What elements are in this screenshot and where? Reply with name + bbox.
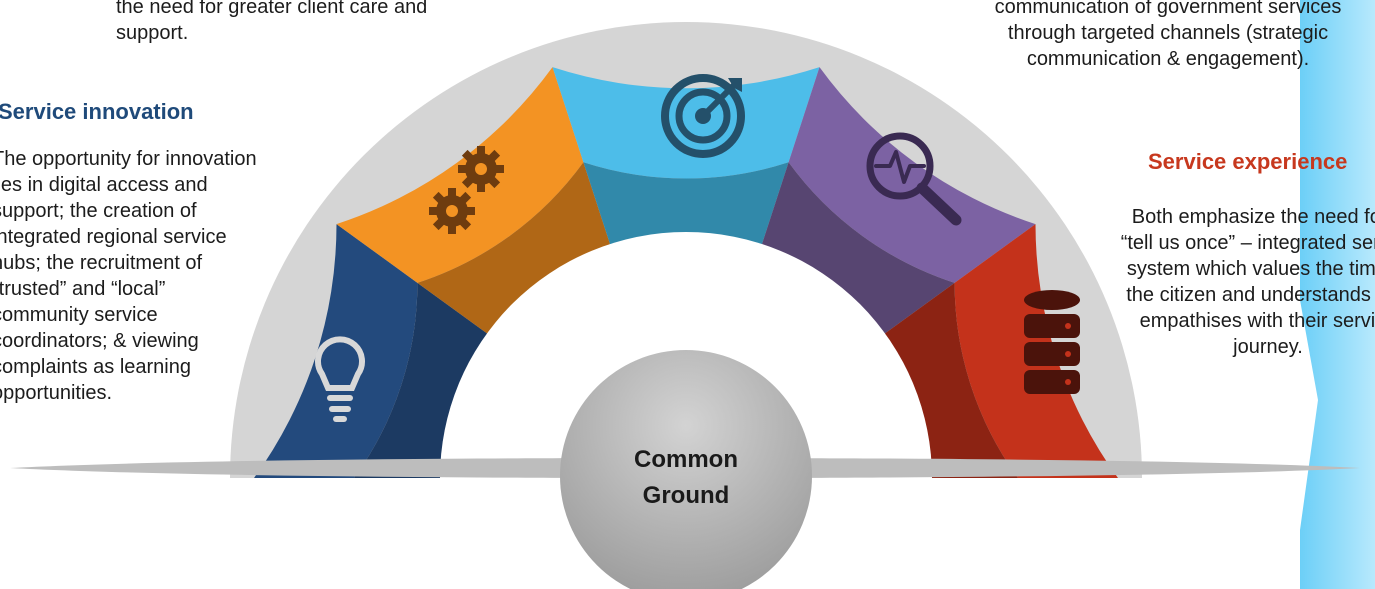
target-icon: [661, 74, 745, 158]
service-innovation-body: The opportunity for innovation lies in d…: [0, 148, 257, 404]
right-top-text: communication of government services thr…: [994, 0, 1342, 70]
database-icon: [1024, 290, 1080, 394]
left-top-text: the need for greater client care and sup…: [116, 0, 428, 44]
segment-process-outer: [336, 67, 584, 283]
gears-icon: [429, 146, 504, 234]
service-experience-body: Both emphasize the need for a “tell us o…: [1120, 206, 1375, 358]
lightbulb-icon: [315, 336, 365, 422]
segment-innovation-outer: [254, 224, 418, 478]
magnifier-pulse-icon: [866, 132, 962, 226]
service-innovation-heading: Service innovation: [0, 99, 194, 124]
service-experience-heading: Service experience: [1148, 149, 1348, 174]
side-accent-shape: [1300, 0, 1375, 589]
common-ground-label: Common Ground: [634, 446, 738, 509]
segment-analysis-outer: [788, 67, 1036, 283]
segment-target-outer: [552, 67, 820, 179]
segment-target-inner: [583, 162, 789, 257]
hub-circle: [560, 350, 812, 589]
top-fragment-text: ...: [640, 0, 710, 4]
